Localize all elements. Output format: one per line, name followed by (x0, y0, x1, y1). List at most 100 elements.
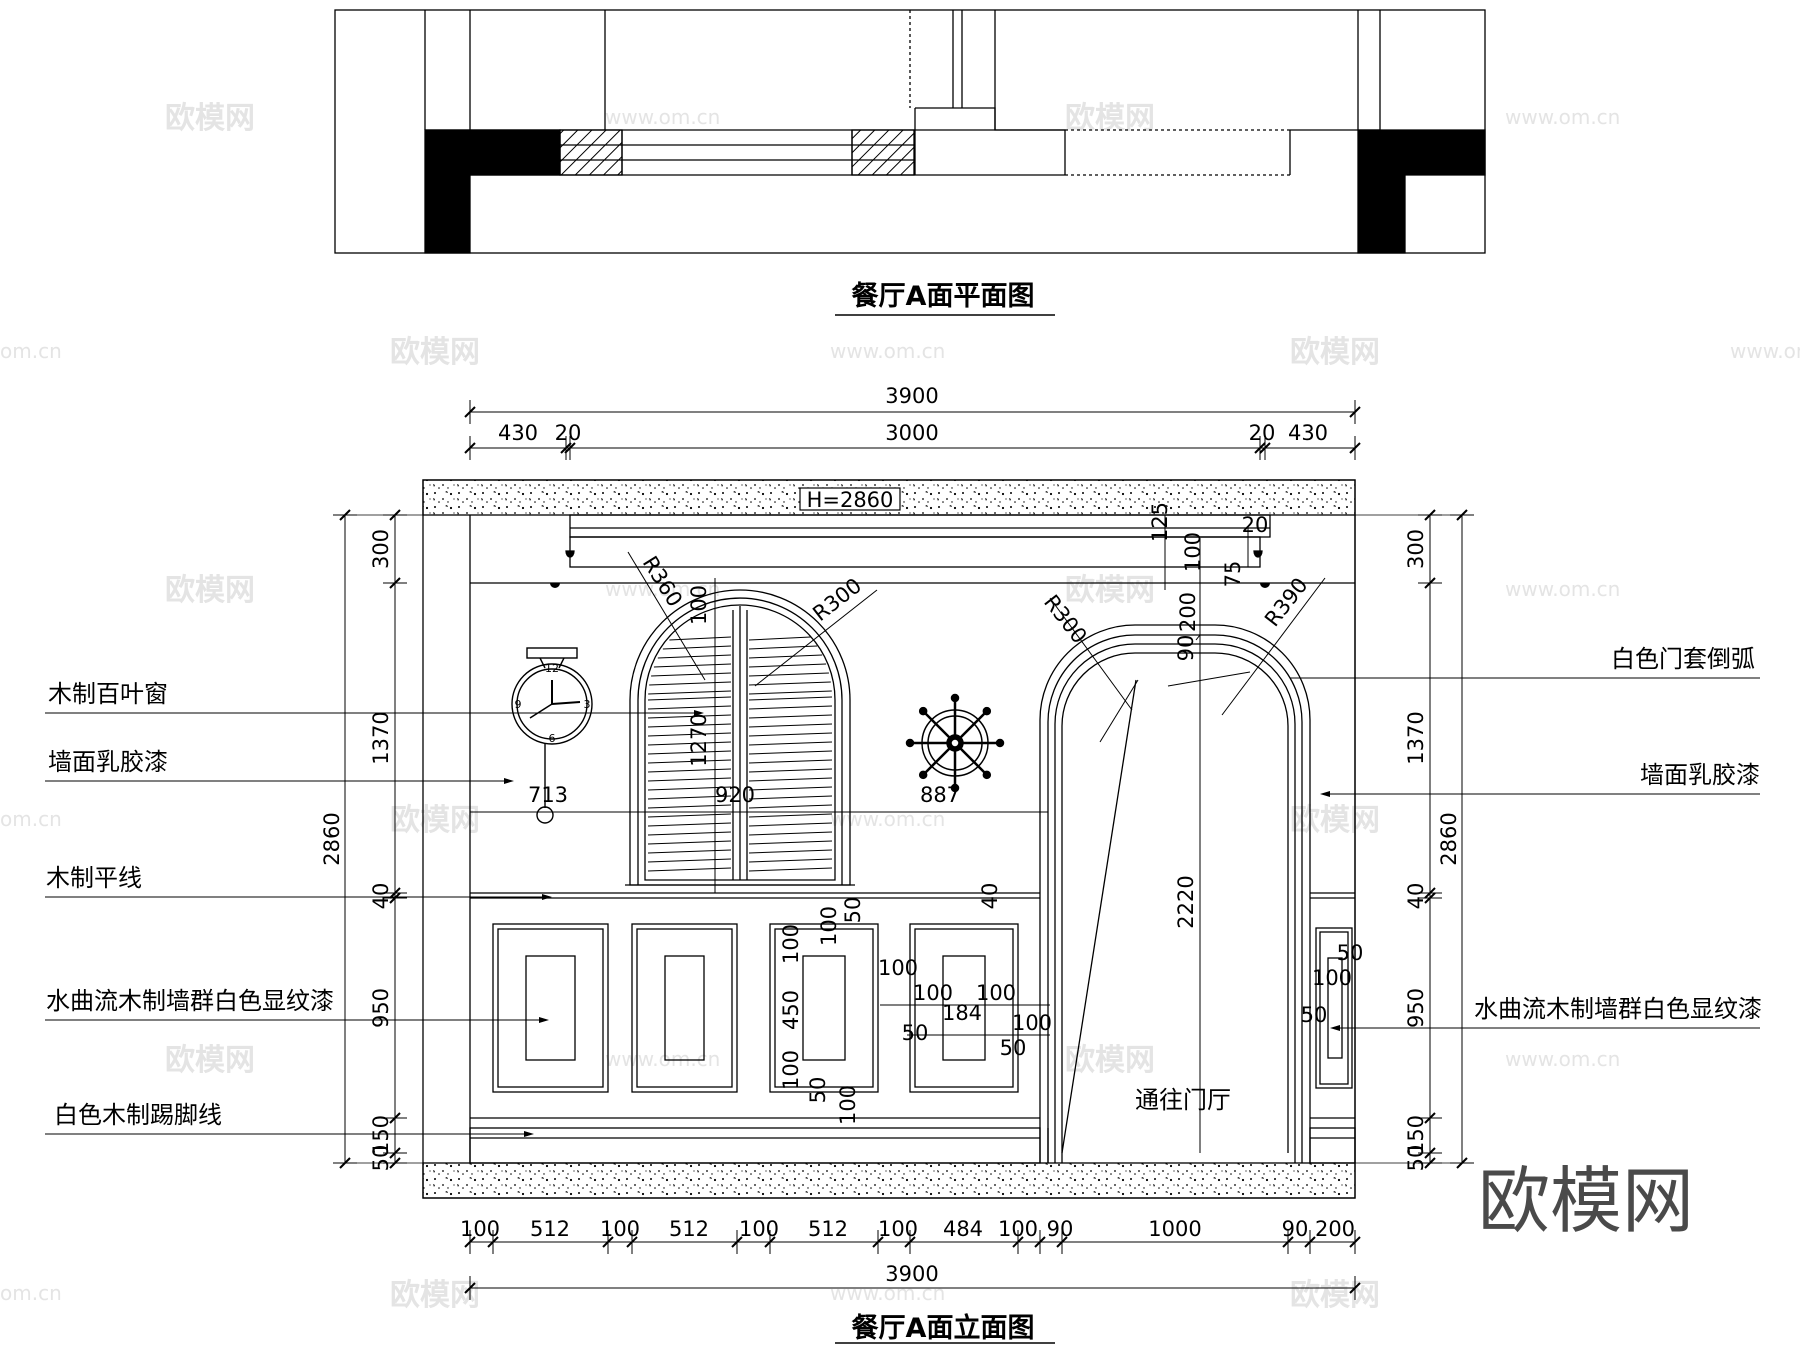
watermark-text: 欧模网 (390, 1278, 480, 1313)
louver-slat (647, 696, 732, 701)
louver-slat (647, 849, 732, 854)
dim-right-tick (1424, 892, 1436, 904)
ceiling-bulkhead (470, 514, 1355, 584)
louver-slat (748, 672, 829, 677)
dim-top-row-tick (564, 442, 576, 454)
louver-slat (647, 786, 732, 791)
wall-clock-icon (511, 647, 593, 824)
louver-slat (748, 696, 833, 701)
panel-dim: 450 (779, 990, 803, 1030)
louver-slat (748, 732, 833, 737)
plan-title: 餐厅A面平面图 (852, 281, 1035, 312)
dim-right-part: 150 (1404, 1115, 1428, 1155)
dim-left-tick (389, 1147, 401, 1159)
dim-left-tick (389, 892, 401, 904)
dim-right-tick (1424, 1147, 1436, 1159)
wainscot-panel-inset (1327, 957, 1343, 1059)
ceiling-dim: 90 (1174, 635, 1198, 662)
louver-slat (647, 768, 732, 773)
watermark-url: www.om.cn (830, 807, 945, 831)
dim-bottom-row-tick (764, 1236, 776, 1248)
dim-top-row-tick (1254, 442, 1266, 454)
watermark-url: om.cn (0, 339, 62, 363)
dim-left-tick (389, 577, 401, 589)
dim-left-part: 50 (369, 1145, 393, 1172)
dim-bottom-row-tick (464, 1236, 476, 1248)
radius-label: R390 (1260, 573, 1313, 631)
louver-slat (647, 804, 732, 809)
panel-dim: 100 (878, 956, 918, 980)
dim-left-part: 950 (369, 988, 393, 1028)
dim-bottom-row-label: 1000 (1148, 1217, 1201, 1241)
watermark-url: www.om.cn (830, 1281, 945, 1305)
wheel-handle (950, 783, 960, 793)
panel-dim: 100 (913, 981, 953, 1005)
louver-slats (647, 636, 833, 872)
louver-slat (748, 645, 818, 650)
wainscot-panel (1315, 927, 1353, 1089)
dim-right-part: 950 (1404, 988, 1428, 1028)
dim-left-part: 1370 (369, 711, 393, 764)
louver-slat (748, 681, 831, 686)
brand-logo: 欧模网 (1478, 1159, 1694, 1243)
louver-slat (748, 795, 833, 800)
dim-top-row-tick (1349, 442, 1361, 454)
panel-dim: 100 (976, 981, 1016, 1005)
dim-right-part: 40 (1404, 883, 1428, 910)
louvered-window (625, 589, 855, 886)
dim-bottom-row-label: 90 (1282, 1217, 1309, 1241)
wainscot-panel-inset (942, 955, 986, 1061)
ceiling-dim: 75 (1221, 561, 1245, 588)
watermark-text: 欧模网 (1290, 1278, 1380, 1313)
elevation-title: 餐厅A面立面图 (852, 1312, 1035, 1344)
panel-dim: 40 (978, 883, 1002, 910)
dim-bottom-row-label: 90 (1047, 1217, 1074, 1241)
louver-slat (647, 831, 732, 836)
window-dim: 100 (687, 585, 711, 625)
wainscot-panel-moulding (1319, 931, 1349, 1085)
span-dim: 713 (528, 783, 568, 807)
label-wainscot-right: 水曲流木制墙群白色显纹漆 (1474, 995, 1762, 1023)
window-dim: 1270 (687, 713, 711, 766)
dim-bottom-row-tick (1012, 1236, 1024, 1248)
label-chair-rail: 木制平线 (46, 864, 142, 892)
louver-slat (651, 672, 732, 677)
right-panel-dim: 50 (1301, 1003, 1328, 1027)
leader-arrow (504, 778, 514, 784)
louver-slat (748, 690, 832, 695)
louver-slat (748, 786, 833, 791)
wheel-spoke (923, 711, 951, 739)
wheel-handle (982, 706, 992, 716)
dim-bottom-row-tick (872, 1236, 884, 1248)
label-wainscot: 水曲流木制墙群白色显纹漆 (46, 987, 334, 1015)
dim-bottom-row-tick (487, 1236, 499, 1248)
watermark-url: www.om.cn (830, 339, 945, 363)
dim-top-row-label: 430 (1288, 421, 1328, 445)
watermark-url: www.om.cn (605, 1047, 720, 1071)
watermark-text: 欧模网 (390, 803, 480, 838)
dim-bottom-row-label: 100 (998, 1217, 1038, 1241)
louver-slat (748, 822, 833, 827)
louver-slat (647, 867, 732, 872)
watermark-text: 欧模网 (165, 101, 255, 136)
spotlight-icon (550, 583, 560, 588)
louver-slat (647, 723, 732, 728)
louver-slat (748, 867, 833, 872)
panel-dim: 100 (1012, 1011, 1052, 1035)
dim-right-part: 300 (1404, 529, 1428, 569)
wainscot-panel (769, 923, 879, 1093)
dim-bottom-row-label: 512 (808, 1217, 848, 1241)
dim-right-tick (1424, 1112, 1436, 1124)
dim-bottom-row-tick (731, 1236, 743, 1248)
wainscot-panel-moulding (497, 928, 604, 1088)
watermark-url: www.om.cn (605, 105, 720, 129)
panel-dim: 100 (836, 1085, 860, 1125)
dim-left-tick (389, 1112, 401, 1124)
span-dim: 920 (715, 783, 755, 807)
label-leaders (45, 677, 1760, 1135)
watermark-url: www.om.cn (1505, 105, 1620, 129)
wheel-spoke (959, 747, 987, 775)
wheel-handle (995, 738, 1005, 748)
louver-slat (653, 663, 732, 668)
